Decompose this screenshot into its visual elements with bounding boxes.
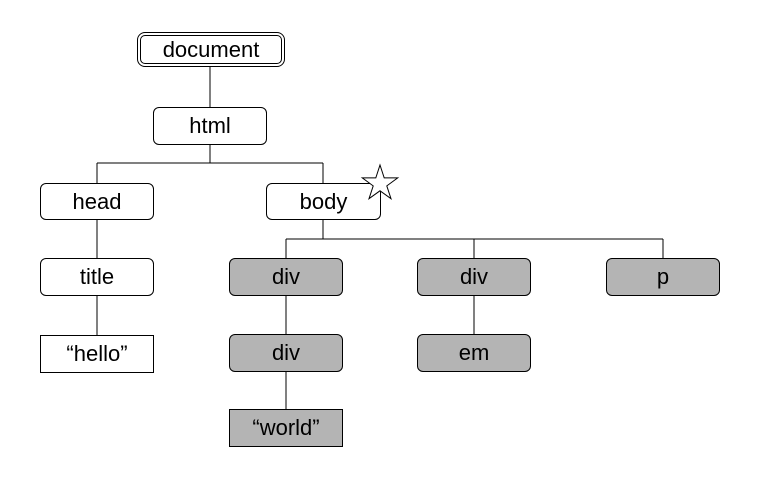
text-node-world: “world” bbox=[229, 409, 343, 447]
node-title: title bbox=[40, 258, 154, 296]
node-body: body bbox=[266, 183, 381, 220]
node-html: html bbox=[153, 107, 267, 145]
node-div-inner: div bbox=[229, 334, 343, 372]
node-div-2: div bbox=[417, 258, 531, 296]
node-div-1: div bbox=[229, 258, 343, 296]
star-icon bbox=[360, 163, 400, 200]
node-em: em bbox=[417, 334, 531, 372]
text-node-hello: “hello” bbox=[40, 335, 154, 373]
node-p: p bbox=[606, 258, 720, 296]
node-document: document bbox=[137, 32, 285, 67]
node-head: head bbox=[40, 183, 154, 220]
